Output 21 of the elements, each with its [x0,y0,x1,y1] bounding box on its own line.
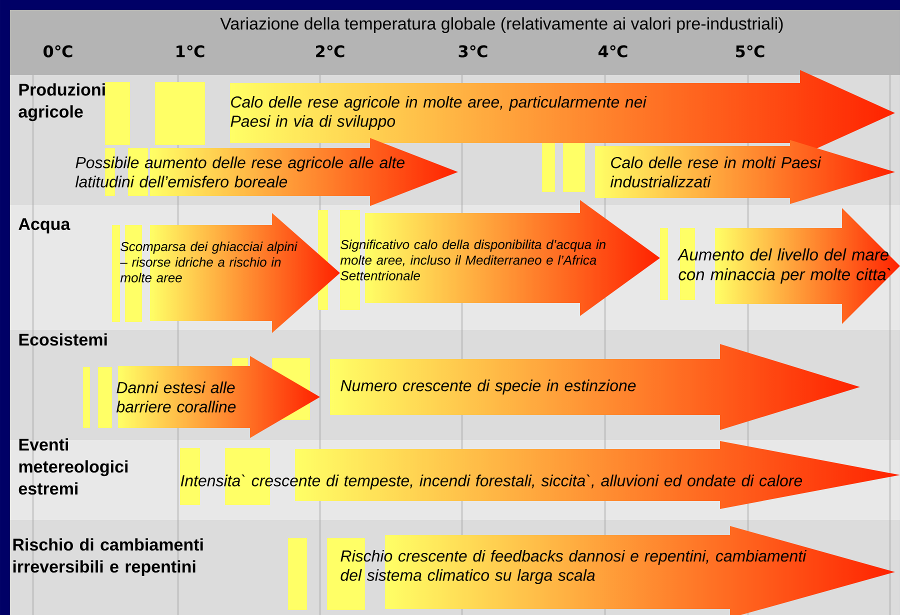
tick-label: 1℃ [176,45,204,58]
arrow: Possibile aumento delle rese agricole alle alte latitudini dell’emisfero boreale [75,156,404,188]
row-heading: Rischio di cambiamenti irreversibili e repentini [13,538,203,576]
arrow: Intensita` crescente di tempeste, incendi forestali, siccita`, alluvioni ed ondate di calore [180,474,802,490]
row-heading: Acqua [18,218,70,234]
arrow: Significativo calo della disponibilita d’acqua in molte aree, incluso il Mediterraneo e l’Africa Settentrionale [340,240,606,280]
tick-label: 2℃ [316,45,344,58]
arrow: Numero crescente di specie in estinzione [340,380,636,394]
arrow: Scomparsa dei ghiacciai alpini – risorse idriche a rischio in molte aree [120,242,298,282]
tick-label: 0℃ [44,45,72,58]
axis-title: Variazione della temperatura globale (relativamente ai valori pre-industriali) [220,17,783,34]
arrow: Calo delle rese in molti Paesi industrializzati [610,156,822,188]
tick-label: 5℃ [736,45,764,58]
arrow: Calo delle rese agricole in molte aree, particularmente nei Paesi in via di sviluppo [230,96,647,130]
arrow: Danni estesi alle barriere coralline [116,382,236,412]
tick-label: 3℃ [458,45,488,58]
arrow: Rischio crescente di feedbacks dannosi e repentini, cambiamenti del sistema climatico su larga scala [340,550,806,584]
tick-label: 4℃ [598,45,628,58]
row-heading: Produzioni agricole [18,83,105,122]
row-heading: Ecosistemi [19,333,107,346]
row-heading: Eventi metereologici estremi [18,438,128,495]
